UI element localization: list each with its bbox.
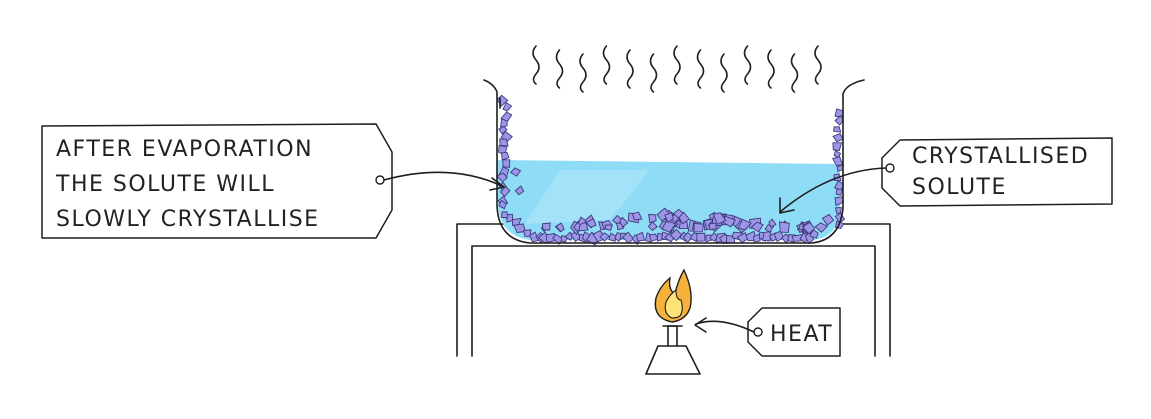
flame-icon — [654, 268, 692, 323]
solution-highlight — [525, 170, 650, 224]
label-line-1: AFTER EVAPORATION — [56, 137, 313, 162]
label-crystallised: CRYSTALLISED — [912, 144, 1089, 169]
dish-outline — [483, 79, 865, 244]
label-heat: HEAT — [694, 307, 841, 357]
crystals — [496, 94, 846, 246]
label-after-evaporation: AFTER EVAPORATION THE SOLUTE WILL SLOWLY… — [41, 123, 505, 239]
bunsen-burner-icon — [645, 325, 701, 375]
label-crystallised-solute: CRYSTALLISED SOLUTE — [779, 137, 1113, 214]
steam-wave-icon — [532, 45, 822, 93]
label-heat-text: HEAT — [770, 322, 833, 347]
evaporating-dish — [483, 79, 865, 246]
label-line-3: SLOWLY CRYSTALLISE — [56, 207, 320, 232]
label-solute: SOLUTE — [912, 175, 1007, 200]
label-line-2: THE SOLUTE WILL — [55, 172, 275, 197]
